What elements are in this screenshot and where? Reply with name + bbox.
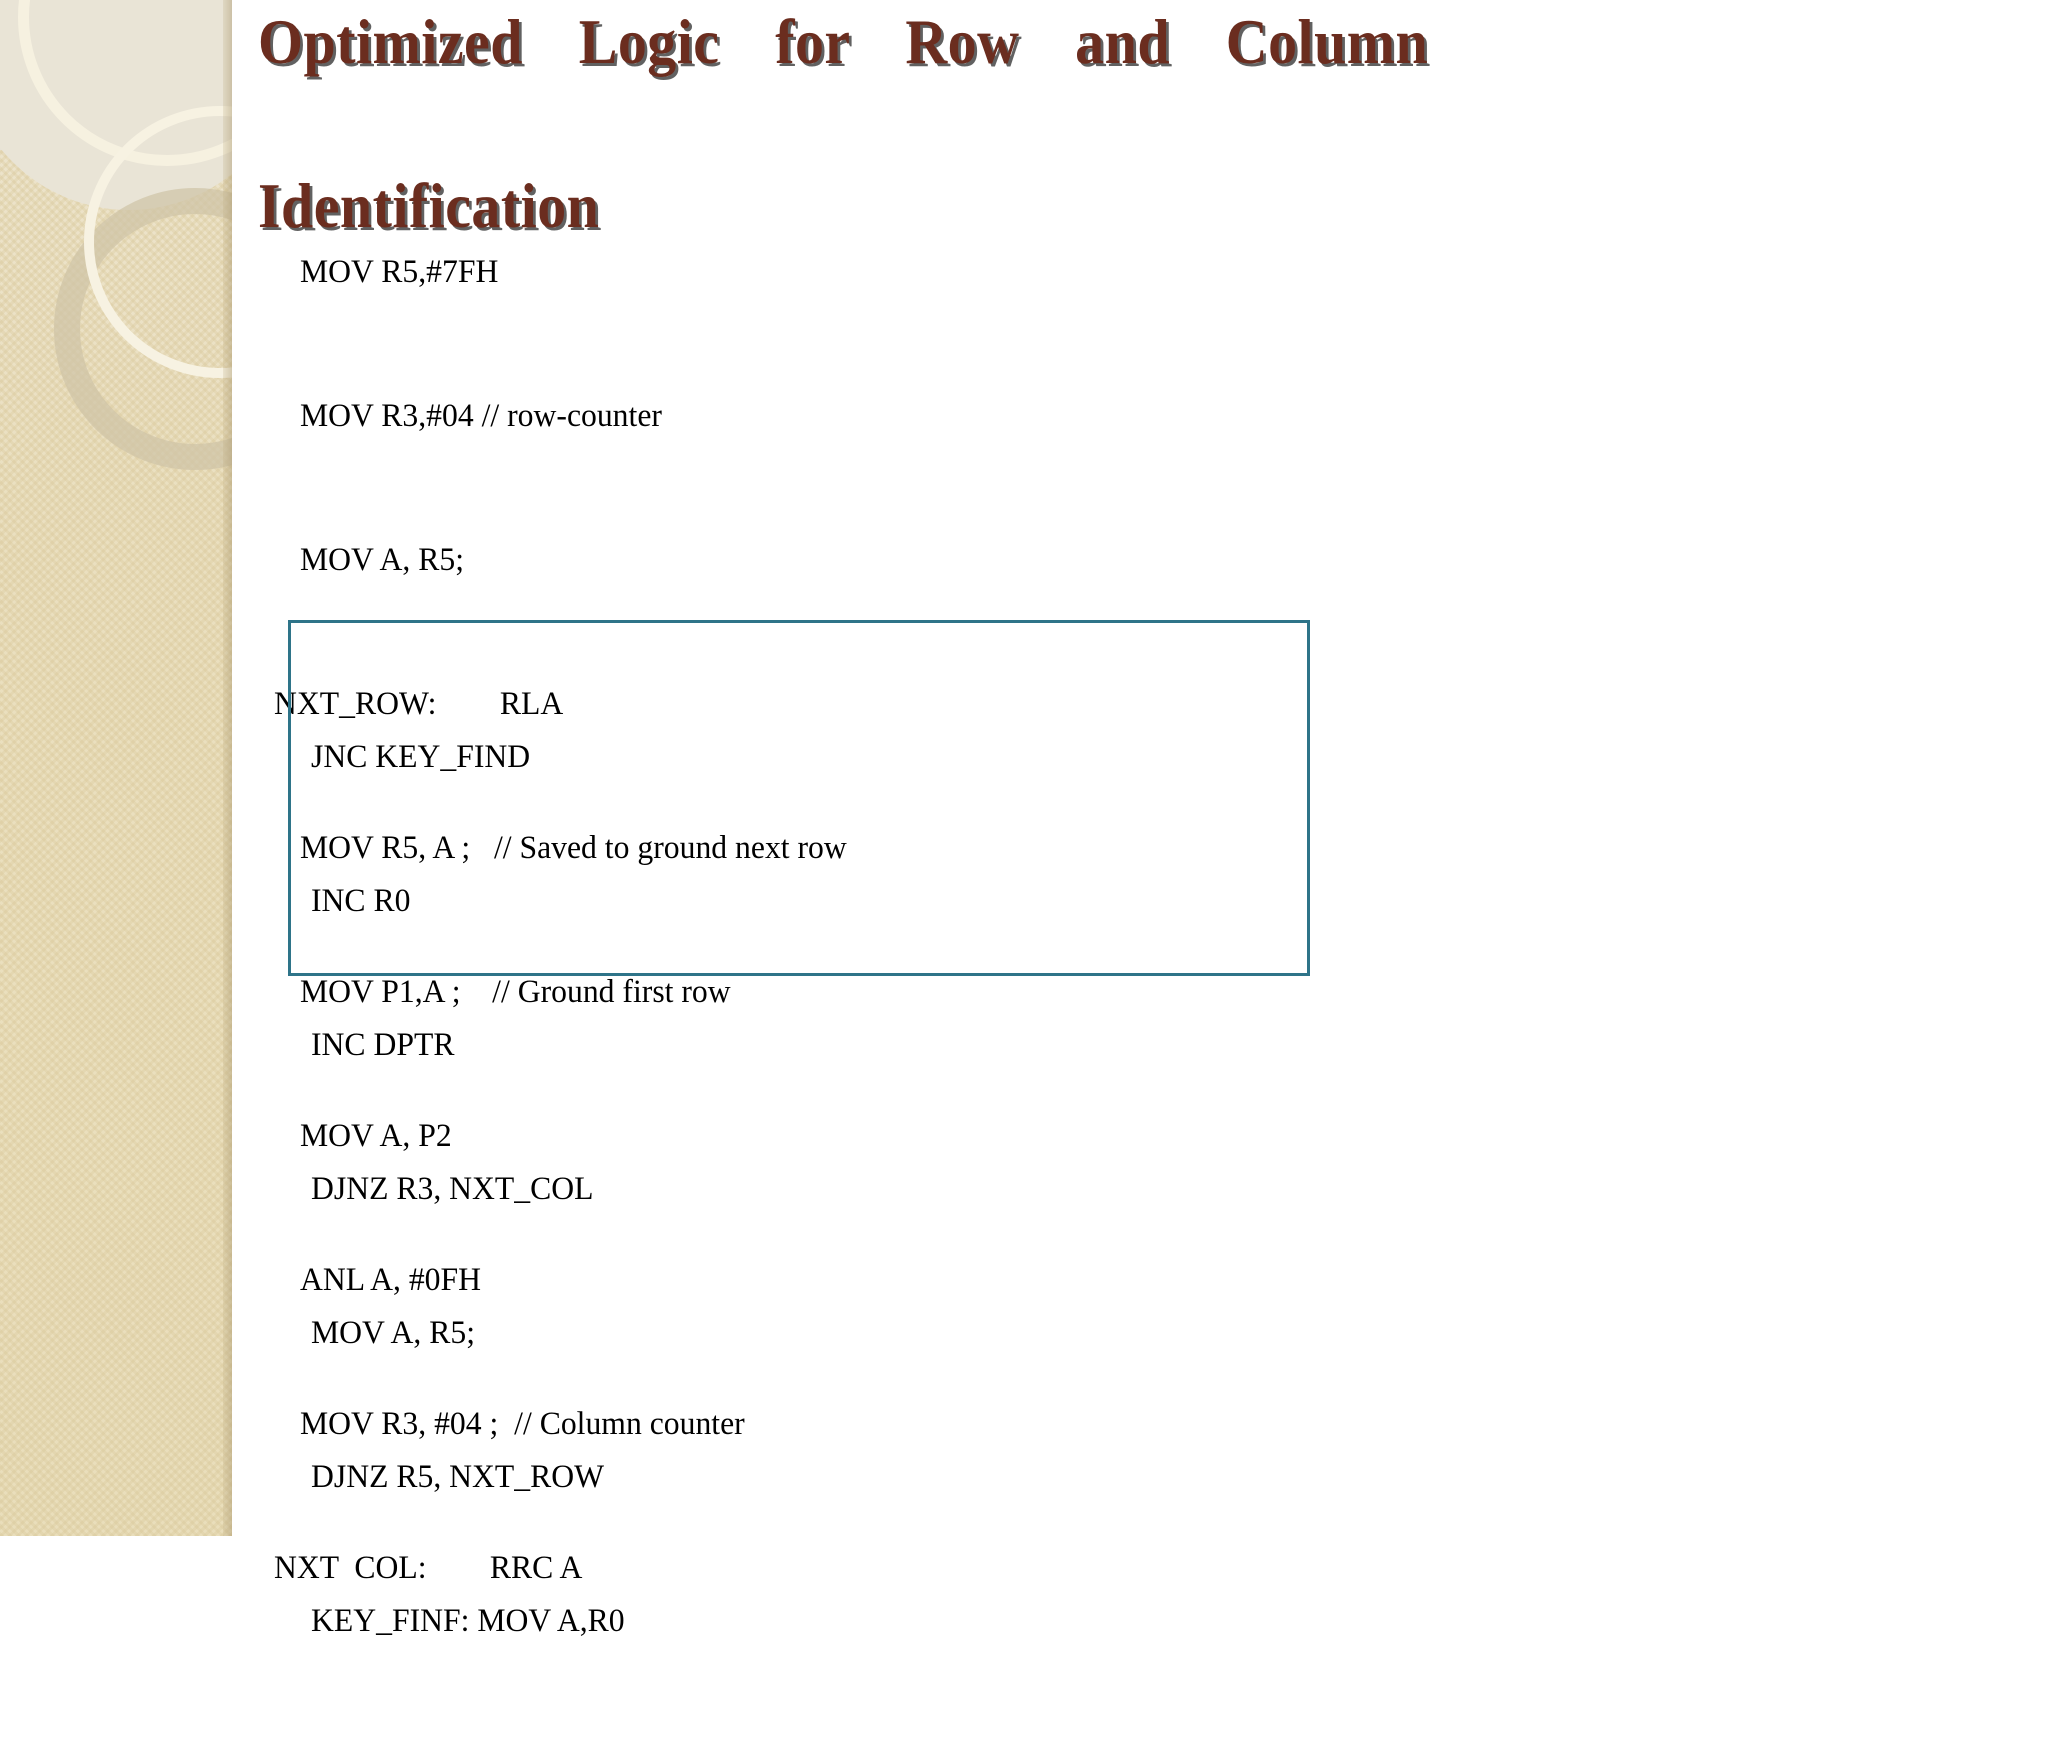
code-line: DJNZ R5, NXT_ROW xyxy=(311,1459,605,1495)
slide-canvas: Optimized Logic for Row and Column Ident… xyxy=(0,0,1428,1639)
slide-title: Optimized Logic for Row and Column Ident… xyxy=(258,2,1428,248)
code-line: DJNZ R3, NXT_COL xyxy=(311,1171,594,1207)
code-line: MOV R5,#7FH xyxy=(300,254,499,290)
code-line-label-nxt-row: NXT_ROW: RLA xyxy=(274,686,564,722)
code-line: MOV R3,#04 // row-counter xyxy=(300,398,662,434)
highlight-box-code: JNC KEY_FIND INC R0 INC DPTR DJNZ R3, NX… xyxy=(311,637,1291,1741)
code-line: MOV R3, #04 ; // Column counter xyxy=(300,1406,745,1442)
slide-title-line-2: Identification xyxy=(258,170,600,241)
decorative-sidebar xyxy=(0,0,232,1536)
code-line: MOV A, R5; xyxy=(300,542,465,578)
code-line: INC DPTR xyxy=(311,1027,455,1063)
code-line: MOV R5, A ; // Saved to ground next row xyxy=(300,830,847,866)
code-line: ANL A, #0FH xyxy=(300,1262,482,1298)
code-line: INC R0 xyxy=(311,883,411,919)
slide-title-line-1: Optimized Logic for Row and Column xyxy=(258,7,1429,77)
sidebar-edge-strip xyxy=(223,0,232,1536)
code-line: MOV P1,A ; // Ground first row xyxy=(300,974,731,1010)
code-line: MOV A, R5; xyxy=(311,1315,476,1351)
code-line: JNC KEY_FIND xyxy=(311,739,531,775)
code-line: KEY_FINF: MOV A,R0 xyxy=(311,1603,625,1639)
code-line: MOV A, P2 xyxy=(300,1118,452,1154)
highlight-box: JNC KEY_FIND INC R0 INC DPTR DJNZ R3, NX… xyxy=(288,620,1310,1639)
